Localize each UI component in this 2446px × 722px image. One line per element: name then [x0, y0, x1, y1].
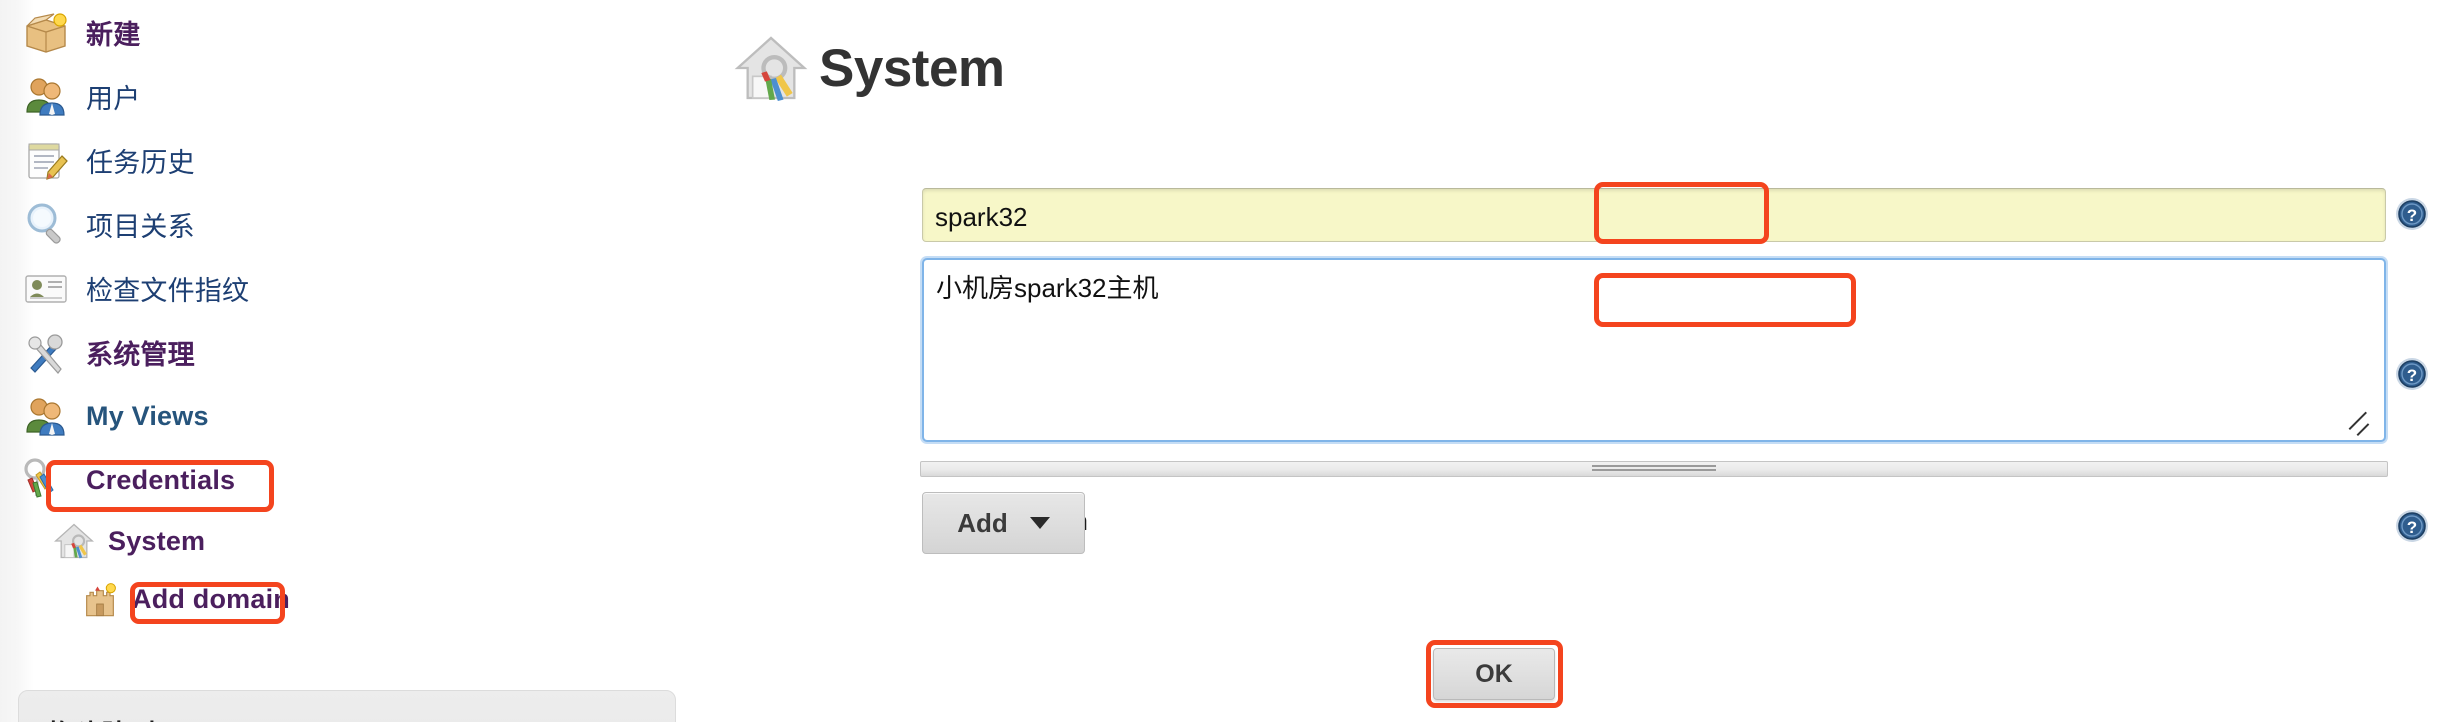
sidebar-item-label: System [108, 525, 206, 556]
users-icon [22, 392, 70, 440]
sidebar-item-label: 用户 [86, 83, 141, 114]
sidebar-item-build-history[interactable]: 任务历史 [0, 128, 676, 192]
fingerprint-card-icon [22, 264, 70, 312]
house-keys-icon [731, 28, 811, 108]
description-textarea[interactable] [922, 258, 2386, 442]
sidebar-item-label: 检查文件指纹 [86, 275, 250, 306]
sidebar-item-my-views[interactable]: My Views [0, 384, 676, 448]
sidebar-item-credentials[interactable]: Credentials [0, 448, 676, 512]
page-header: System [731, 28, 1005, 108]
description-row: Description [676, 258, 2446, 458]
drag-grip-icon [1592, 465, 1716, 473]
tools-icon [22, 328, 70, 376]
build-history-icon [22, 136, 70, 184]
sidebar-item-project-relationship[interactable]: 项目关系 [0, 192, 676, 256]
sidebar-item-label: 项目关系 [86, 211, 195, 242]
sidebar-item-label: My Views [86, 400, 209, 431]
castle-icon [80, 579, 120, 619]
sidebar-item-label: 任务历史 [86, 147, 195, 178]
domain-name-row: Domain Name [676, 188, 2446, 244]
help-icon[interactable]: ? [2394, 508, 2430, 544]
help-icon[interactable]: ? [2394, 356, 2430, 392]
magnifier-icon [22, 200, 70, 248]
users-icon [22, 72, 70, 120]
sidebar-item-label: 系统管理 [86, 339, 195, 370]
build-queue-title: 构建队列 [47, 713, 155, 722]
ok-button[interactable]: OK [1433, 648, 1555, 700]
specification-add-button[interactable]: Add [922, 492, 1085, 554]
sidebar-item-check-fingerprint[interactable]: 检查文件指纹 [0, 256, 676, 320]
sidebar-item-manage-jenkins[interactable]: 系统管理 [0, 320, 676, 384]
add-button-label: Add [957, 507, 1008, 538]
house-keys-icon [52, 519, 96, 563]
svg-text:?: ? [2407, 518, 2417, 537]
sidebar-item-system[interactable]: System [0, 512, 676, 570]
new-box-icon [22, 8, 70, 56]
build-queue-panel: 构建队列 [18, 690, 676, 722]
sidebar-item-label: Add domain [132, 583, 290, 614]
chevron-down-icon [1029, 517, 1050, 529]
sidebar-item-label: Credentials [86, 464, 236, 495]
description-drag-bar[interactable] [920, 461, 2388, 477]
keys-icon [22, 456, 70, 504]
sidebar-item-users[interactable]: 用户 [0, 64, 676, 128]
svg-text:?: ? [2407, 206, 2417, 225]
sidebar-nav-list: 新建 用户 [0, 0, 676, 628]
sidebar-item-label: 新建 [86, 19, 141, 50]
domain-name-input[interactable] [922, 188, 2386, 242]
specification-row: Specification Add [676, 492, 2446, 554]
help-icon[interactable]: ? [2394, 196, 2430, 232]
ok-button-label: OK [1475, 659, 1513, 688]
svg-text:?: ? [2407, 366, 2417, 385]
main-content: System Domain Name Description Specifica… [676, 0, 2446, 722]
sidebar: 新建 用户 [0, 0, 676, 722]
sidebar-item-new[interactable]: 新建 [0, 0, 676, 64]
sidebar-item-add-domain[interactable]: Add domain [0, 570, 676, 628]
page-title: System [819, 38, 1005, 98]
